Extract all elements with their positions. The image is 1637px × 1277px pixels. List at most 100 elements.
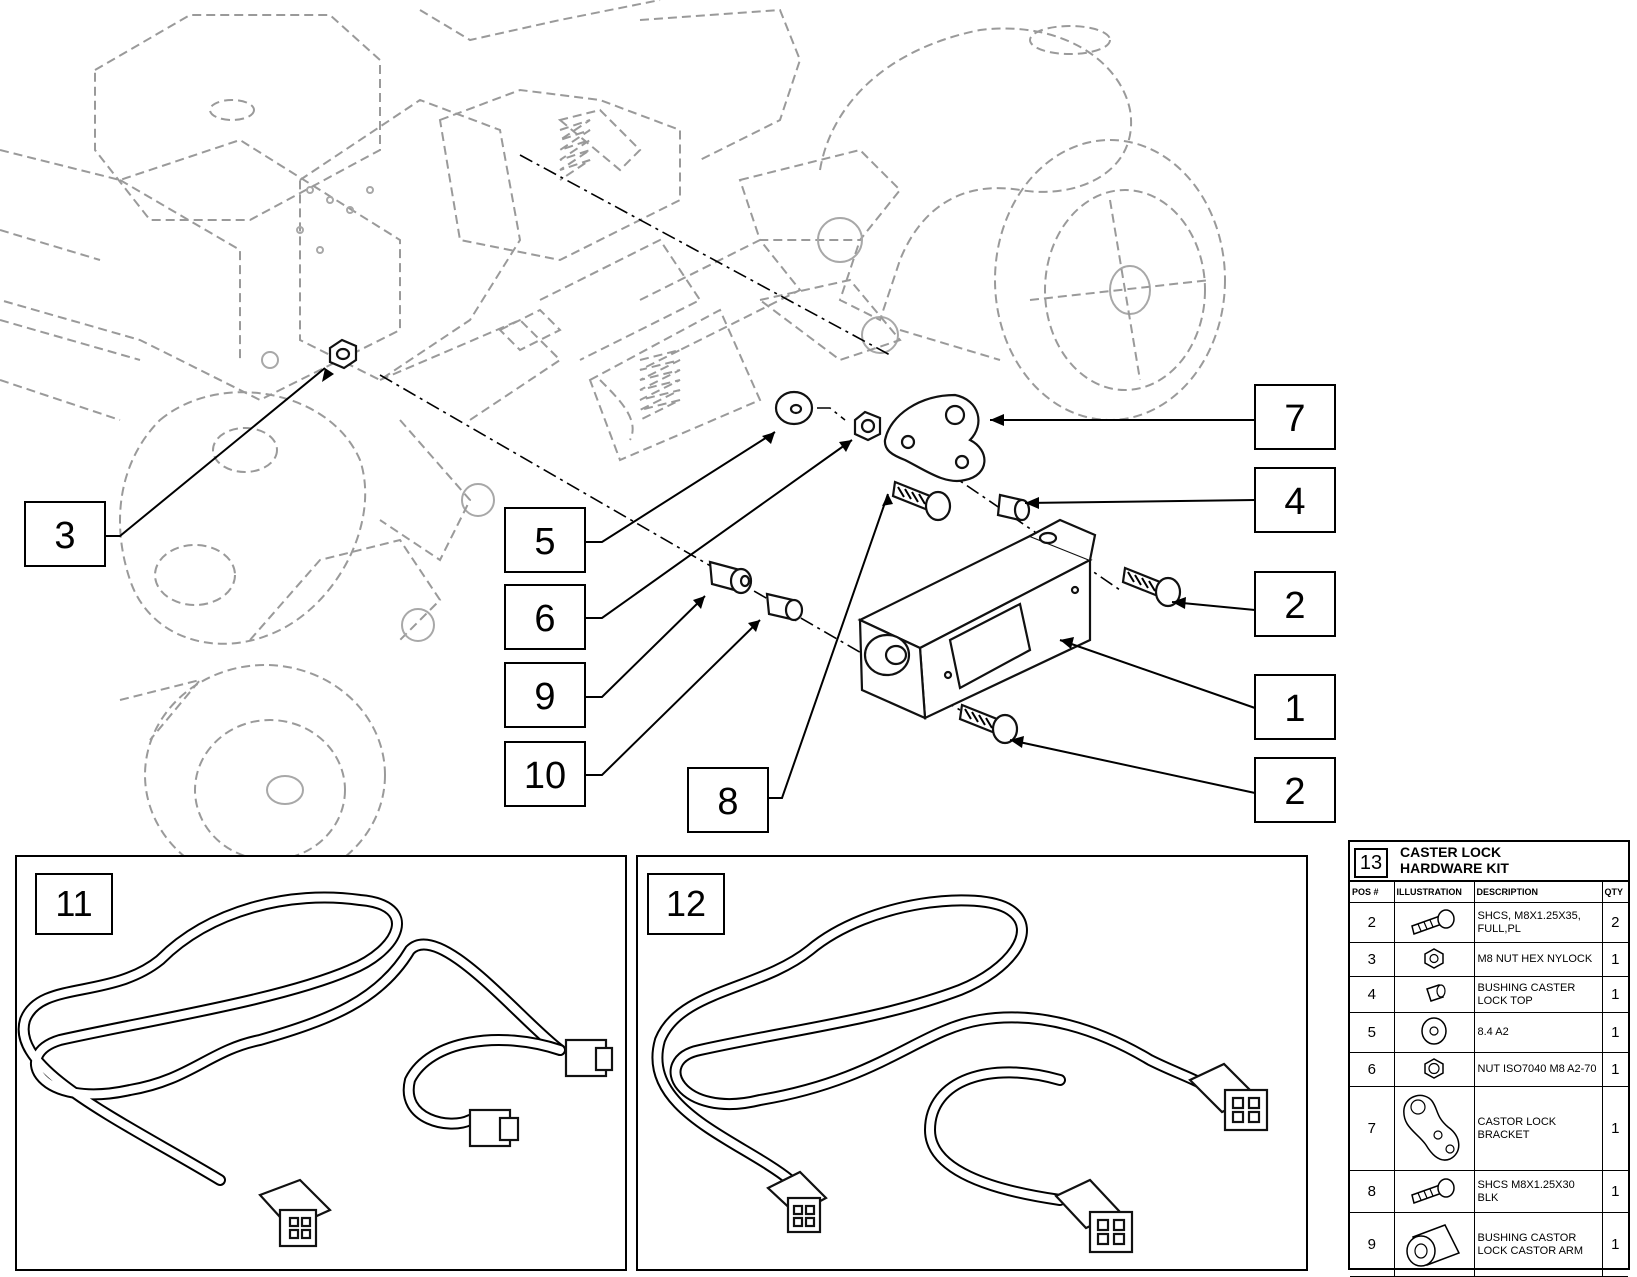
qty-cell: 1 — [1601, 1212, 1628, 1277]
description-cell: 8.4 A2 — [1473, 1012, 1603, 1053]
callout-3-label: 3 — [54, 515, 75, 557]
callout-8: 8 — [687, 767, 769, 833]
column-header: ILLUSTRATION — [1393, 882, 1475, 903]
callout-1-label: 1 — [1284, 688, 1305, 730]
callout-2-upper-label: 2 — [1284, 585, 1305, 627]
qty-cell: 1 — [1601, 976, 1628, 1013]
kit-title: CASTER LOCK HARDWARE KIT — [1400, 844, 1620, 876]
panel-11-label: 11 — [55, 883, 92, 924]
description-cell: BUSHING CASTOR LOCK CASTOR ARM — [1473, 1212, 1603, 1277]
callout-7: 7 — [1254, 384, 1336, 450]
description-cell: SHCS M8X1.25X30 BLK — [1473, 1170, 1603, 1213]
callout-6: 6 — [504, 584, 586, 650]
illustration-cell — [1393, 1086, 1475, 1171]
callout-2-lower-label: 2 — [1284, 771, 1305, 813]
illustration-cell — [1393, 976, 1475, 1013]
part-bushing-4 — [996, 493, 1031, 522]
kit-title-line2: HARDWARE KIT — [1400, 860, 1509, 876]
table-row: 5 8.4 A2 1 — [1350, 1012, 1628, 1053]
part-bushing-9 — [708, 560, 753, 595]
table-row: 9 BUSHING CASTOR LOCK CASTOR ARM 1 — [1350, 1212, 1628, 1277]
connector-icon — [1054, 1178, 1134, 1254]
screw-icon — [1411, 909, 1455, 935]
qty-cell: 1 — [1601, 1086, 1628, 1171]
pos-cell: 3 — [1350, 942, 1395, 977]
cable-harness-11 — [17, 891, 614, 1248]
panel-12-label: 12 — [666, 883, 706, 924]
kit-header-row: POS # ILLUSTRATION DESCRIPTION QTY — [1350, 882, 1628, 903]
table-row: 2 SHCS, M8X1.25X35, FULL,PL 2 — [1350, 902, 1628, 943]
pos-cell: 4 — [1350, 976, 1395, 1013]
callout-6-label: 6 — [534, 598, 555, 640]
connector-icon — [258, 1178, 332, 1248]
chassis-background — [0, 0, 1226, 886]
table-row: 4 BUSHING CASTER LOCK TOP 1 — [1350, 976, 1628, 1013]
description-cell: BUSHING CASTER LOCK TOP — [1473, 976, 1603, 1013]
connector-icon — [1188, 1062, 1269, 1132]
pos-cell: 6 — [1350, 1052, 1395, 1087]
kit-number: 13 — [1354, 848, 1388, 878]
connector-icon — [468, 1108, 520, 1148]
panel-11: 11 — [15, 855, 627, 1271]
callout-2-lower: 2 — [1254, 757, 1336, 823]
connector-icon — [564, 1038, 614, 1078]
qty-cell: 1 — [1601, 942, 1628, 977]
part-bushing-10 — [765, 592, 804, 622]
panel-12: 12 — [636, 855, 1308, 1271]
qty-cell: 1 — [1601, 1170, 1628, 1213]
kit-header: 13 CASTER LOCK HARDWARE KIT — [1350, 842, 1628, 882]
bushing-arm-icon — [1406, 1224, 1461, 1267]
part-nut-6 — [853, 410, 882, 442]
illustration-cell — [1393, 1170, 1475, 1213]
hardware-kit-table: 13 CASTER LOCK HARDWARE KIT POS # ILLUST… — [1348, 840, 1630, 1277]
callout-4-label: 4 — [1284, 481, 1305, 523]
part-screw-2-lower — [958, 703, 1019, 745]
illustration-cell — [1393, 1052, 1475, 1087]
part-screw-2-upper — [1121, 566, 1182, 608]
nut-icon — [1424, 1058, 1444, 1079]
pos-cell: 5 — [1350, 1012, 1395, 1053]
part-nut-3 — [328, 338, 358, 370]
callout-7-label: 7 — [1284, 398, 1305, 440]
callout-4: 4 — [1254, 467, 1336, 533]
callout-2-upper: 2 — [1254, 571, 1336, 637]
callout-9-label: 9 — [534, 676, 555, 718]
callout-10: 10 — [504, 741, 586, 807]
pos-cell: 9 — [1350, 1212, 1395, 1277]
qty-cell: 2 — [1601, 902, 1628, 943]
kit-title-line1: CASTER LOCK — [1400, 844, 1502, 860]
connector-icon — [766, 1170, 828, 1234]
part-caster-lock-1 — [857, 518, 1097, 720]
callout-5-label: 5 — [534, 521, 555, 563]
description-cell: M8 NUT HEX NYLOCK — [1473, 942, 1603, 977]
callout-3: 3 — [24, 501, 106, 567]
nylock-nut-icon — [1424, 948, 1444, 969]
callout-5: 5 — [504, 507, 586, 573]
table-row: 6 NUT ISO7040 M8 A2-70 1 — [1350, 1052, 1628, 1087]
description-cell: NUT ISO7040 M8 A2-70 — [1473, 1052, 1603, 1087]
qty-cell: 1 — [1601, 1052, 1628, 1087]
leader-lines — [104, 367, 1256, 799]
illustration-cell — [1393, 1012, 1475, 1053]
screw-icon — [1411, 1178, 1455, 1204]
part-bracket-7 — [883, 393, 986, 483]
table-row: 7 CASTOR LOCK BRACKET 1 — [1350, 1086, 1628, 1171]
illustration-cell — [1393, 902, 1475, 943]
washer-icon — [1421, 1017, 1447, 1045]
part-screw-8 — [891, 480, 952, 522]
part-washer-5 — [774, 390, 814, 426]
bushing-icon — [1426, 984, 1446, 1002]
illustration-cell — [1393, 942, 1475, 977]
callout-9: 9 — [504, 662, 586, 728]
column-header: POS # — [1350, 882, 1395, 903]
pos-cell: 7 — [1350, 1086, 1395, 1171]
cable-harness-12 — [651, 894, 1269, 1254]
description-cell: CASTOR LOCK BRACKET — [1473, 1086, 1603, 1171]
column-header: DESCRIPTION — [1473, 882, 1603, 903]
callout-1: 1 — [1254, 674, 1336, 740]
illustration-cell — [1393, 1212, 1475, 1277]
pos-cell: 2 — [1350, 902, 1395, 943]
column-header: QTY — [1601, 882, 1628, 903]
bracket-icon — [1403, 1094, 1460, 1161]
